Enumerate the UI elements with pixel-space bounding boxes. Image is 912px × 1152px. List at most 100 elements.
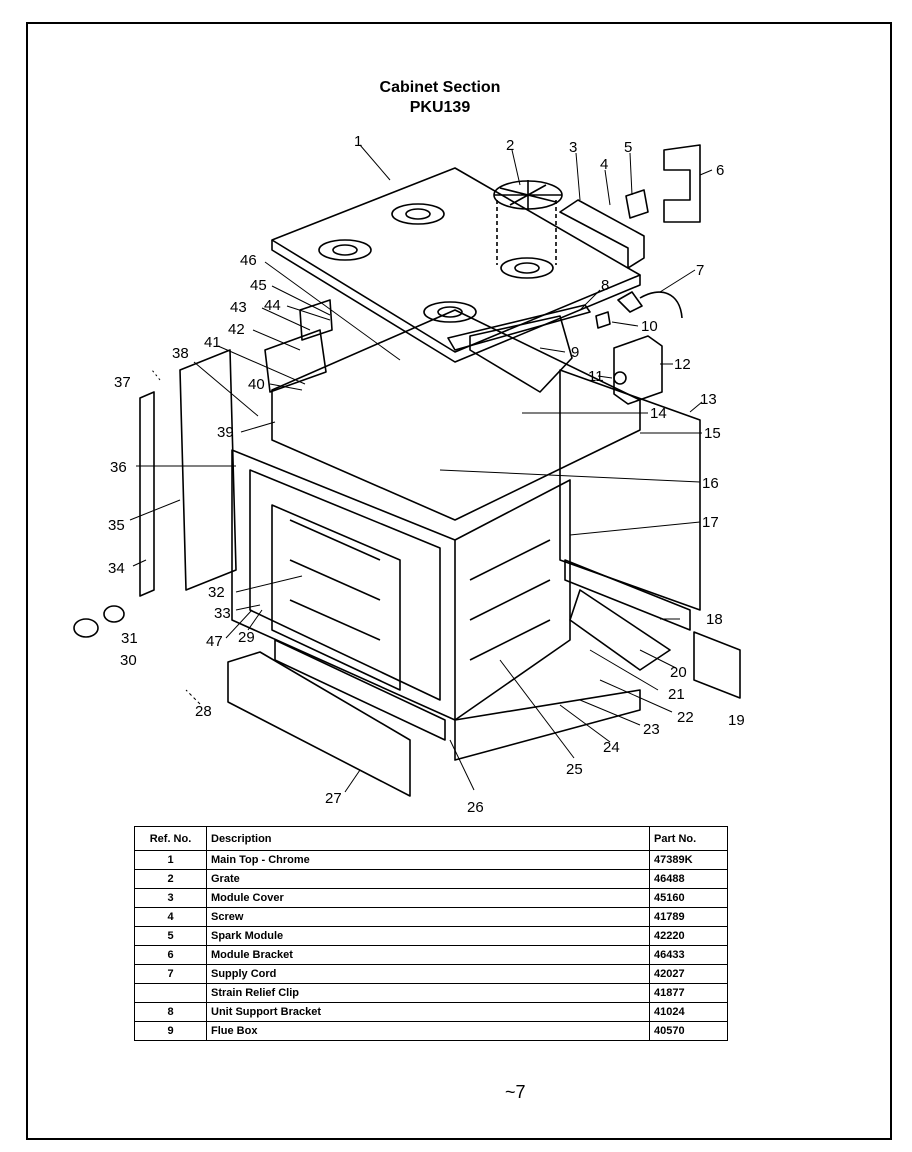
- cell-part-no: 46433: [649, 945, 728, 965]
- header-part-no: Part No.: [649, 826, 728, 851]
- callout-36: 36: [110, 459, 127, 476]
- header-ref-no: Ref. No.: [134, 826, 207, 851]
- callout-11: 11: [588, 368, 604, 385]
- cell-ref: 7: [134, 964, 207, 984]
- knob-31-part: [103, 605, 125, 623]
- side-panel-part: [179, 349, 237, 591]
- cell-part-no: 47389K: [649, 850, 728, 870]
- callout-33: 33: [214, 605, 231, 622]
- strain-relief-part: [595, 311, 611, 329]
- cell-part-no: 42027: [649, 964, 728, 984]
- rail-part: [564, 559, 691, 631]
- callout-46: 46: [240, 252, 257, 269]
- cell-ref: 6: [134, 945, 207, 965]
- callout-22: 22: [677, 709, 694, 726]
- callout-28: 28: [195, 703, 212, 720]
- cell-description: Unit Support Bracket: [206, 1002, 650, 1022]
- callout-24: 24: [603, 739, 620, 756]
- cell-part-no: 40570: [649, 1021, 728, 1041]
- bottom-tray-part: [454, 689, 641, 761]
- cell-part-no: 42220: [649, 926, 728, 946]
- callout-44: 44: [264, 297, 281, 314]
- cap-30-part: [73, 618, 99, 638]
- callout-26: 26: [467, 799, 484, 816]
- callout-17: 17: [702, 514, 719, 531]
- model-number: PKU139: [409, 99, 471, 116]
- callout-41: 41: [204, 334, 221, 351]
- callout-27: 27: [325, 790, 342, 807]
- module-cover-part: [559, 199, 645, 269]
- cell-ref: 8: [134, 1002, 207, 1022]
- callout-38: 38: [172, 345, 189, 362]
- panel-part: [613, 335, 663, 405]
- cell-description: Main Top - Chrome: [206, 850, 650, 870]
- page-frame: [26, 22, 892, 1140]
- callout-20: 20: [670, 664, 687, 681]
- cell-description: Screw: [206, 907, 650, 927]
- cell-ref: 2: [134, 869, 207, 889]
- callout-42: 42: [228, 321, 245, 338]
- panel-19-part: [693, 631, 741, 699]
- callout-1: 1: [354, 133, 362, 150]
- callout-5: 5: [624, 139, 632, 156]
- callout-43: 43: [230, 299, 247, 316]
- cell-ref: 3: [134, 888, 207, 908]
- callout-34: 34: [108, 560, 125, 577]
- spark-module-part: [625, 189, 649, 219]
- cell-part-no: 41024: [649, 1002, 728, 1022]
- callout-6: 6: [716, 162, 724, 179]
- callout-32: 32: [208, 584, 225, 601]
- callout-47: 47: [206, 633, 223, 650]
- oven-body-part: [231, 309, 641, 721]
- header-description: Description: [206, 826, 650, 851]
- callout-12: 12: [674, 356, 691, 373]
- callout-18: 18: [706, 611, 723, 628]
- callout-7: 7: [696, 262, 704, 279]
- callout-3: 3: [569, 139, 577, 156]
- cell-description: Module Bracket: [206, 945, 650, 965]
- callout-30: 30: [120, 652, 137, 669]
- kick-panel-part: [227, 651, 411, 797]
- callout-9: 9: [571, 344, 579, 361]
- callout-31: 31: [121, 630, 138, 647]
- back-panel-part: [559, 369, 701, 611]
- callout-15: 15: [704, 425, 721, 442]
- cell-description: Strain Relief Clip: [206, 983, 650, 1003]
- callout-4: 4: [600, 156, 608, 173]
- side-strip-part: [139, 391, 155, 597]
- table-header-row: Ref. No. Description Part No.: [134, 826, 728, 851]
- diagram-title: Cabinet Section: [379, 79, 501, 96]
- cell-ref: 5: [134, 926, 207, 946]
- callout-40: 40: [248, 376, 265, 393]
- main-top-part: [271, 167, 641, 363]
- callout-29: 29: [238, 629, 255, 646]
- bottom-rail-part: [569, 589, 671, 671]
- cell-part-no: 41877: [649, 983, 728, 1003]
- cell-part-no: 45160: [649, 888, 728, 908]
- callout-35: 35: [108, 517, 125, 534]
- callout-19: 19: [728, 712, 745, 729]
- cell-ref: 4: [134, 907, 207, 927]
- callout-13: 13: [700, 391, 717, 408]
- callout-39: 39: [217, 424, 234, 441]
- cell-ref: [134, 983, 207, 1003]
- grate-part: [493, 180, 563, 265]
- cell-ref: 1: [134, 850, 207, 870]
- exploded-diagram: 1 2 3 4 5 6 7 8 9 10 11 12 13 14 15 16 1…: [73, 133, 745, 816]
- cell-ref: 9: [134, 1021, 207, 1041]
- callout-2: 2: [506, 137, 514, 154]
- knob-part: [613, 371, 627, 385]
- cell-description: Flue Box: [206, 1021, 650, 1041]
- support-bracket-part: [447, 304, 591, 351]
- cell-description: Module Cover: [206, 888, 650, 908]
- callout-37: 37: [114, 374, 131, 391]
